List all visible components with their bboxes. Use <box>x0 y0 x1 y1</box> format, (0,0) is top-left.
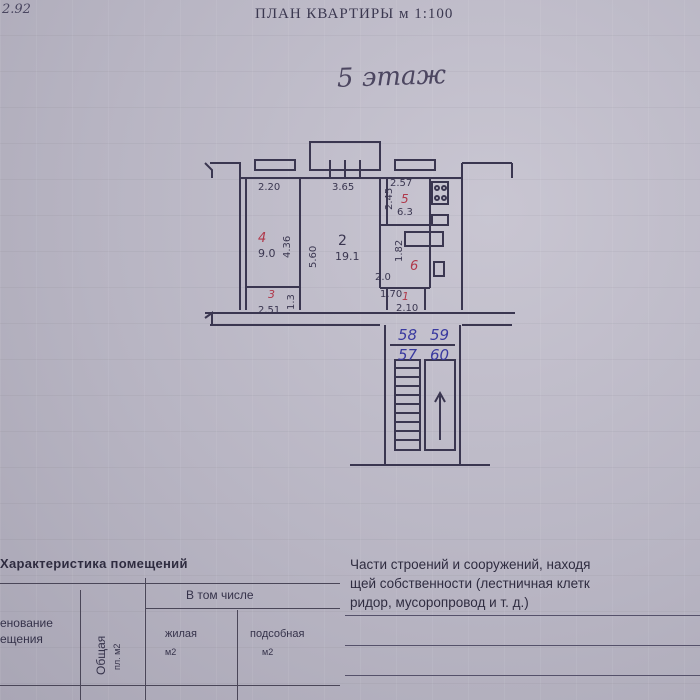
toilet <box>433 261 445 277</box>
stove-burner-1 <box>434 185 440 191</box>
apartment-number: 59 <box>430 326 449 344</box>
table-col-divider <box>80 590 81 700</box>
dim-top-right: 2.57 <box>390 178 412 189</box>
col-aux: подсобная <box>250 628 305 640</box>
common-parts-text: Части строений и сооружений, находя щей … <box>350 555 590 612</box>
sink <box>431 214 449 226</box>
dim-top-center: 3.65 <box>332 182 354 193</box>
fill-line <box>345 615 700 616</box>
window-room4 <box>254 159 296 171</box>
col-aux-unit: м2 <box>262 647 274 657</box>
apartment-number: 57 <box>398 346 418 364</box>
col-living: жилая <box>165 628 197 640</box>
room-area: 9.0 <box>258 247 276 260</box>
dim-hall-width: 2.10 <box>396 303 418 314</box>
dim-room3-height: 1.3 <box>286 294 297 310</box>
apartment-number: 60 <box>430 346 449 364</box>
stove <box>431 181 449 205</box>
common-parts-line: щей собственности (лестничная клетк <box>350 576 590 591</box>
col-name-line1: енование <box>0 616 53 630</box>
stair-flight-right <box>424 359 456 451</box>
window-kitchen <box>394 159 436 171</box>
col-name-line2: ещения <box>0 632 43 646</box>
stove-burner-2 <box>441 185 447 191</box>
dim-room2-height: 5.60 <box>308 246 319 268</box>
room-number: 4 <box>258 231 266 246</box>
col-living-unit: м2 <box>165 647 177 657</box>
room-number: 1 <box>402 290 409 303</box>
dim-room4-height: 4.36 <box>282 236 293 258</box>
corner-number: 2.92 <box>2 2 31 17</box>
room-number: 3 <box>268 288 275 301</box>
dim-corridor-width: 1.70 <box>380 289 402 300</box>
stove-burner-3 <box>434 195 440 201</box>
dim-room6-height: 1.82 <box>394 240 405 262</box>
top-wall-left-cap <box>204 162 213 178</box>
room-number: 5 <box>401 192 409 206</box>
stove-burner-4 <box>441 195 447 201</box>
fill-line <box>345 645 700 646</box>
room-number: 6 <box>410 259 418 274</box>
dim-room5-height: 2.45 <box>384 188 395 210</box>
table-col-divider <box>237 610 238 700</box>
table-col-divider <box>145 578 146 700</box>
characteristics-title: Характеристика помещений <box>0 556 188 571</box>
col-total-unit: пл. м2 <box>112 643 122 670</box>
common-parts-line: Части строений и сооружений, находя <box>350 557 591 572</box>
room-number: 2 <box>338 233 347 249</box>
dim-small: 2.0 <box>375 272 391 283</box>
col-including: В том числе <box>186 588 254 602</box>
room-area: 19.1 <box>335 250 360 263</box>
table-header-bottom <box>0 685 340 686</box>
table-top-line <box>0 583 340 584</box>
bathtub <box>404 231 444 247</box>
room-area: 6.3 <box>397 207 413 218</box>
stair-arrow-head <box>434 390 446 403</box>
apartment-number: 58 <box>398 326 417 344</box>
page-title: ПЛАН КВАРТИРЫ м 1:100 <box>255 6 454 22</box>
top-wall <box>210 162 462 179</box>
table-subheader-line <box>145 608 340 609</box>
dim-top-left: 2.20 <box>258 182 280 193</box>
corridor-left-cap <box>204 311 213 325</box>
dim-room3-width: 2.51 <box>258 305 280 316</box>
col-total: Общая <box>94 635 108 675</box>
fill-line <box>345 675 700 676</box>
common-parts-line: ридор, мусоропровод и т. д.) <box>350 595 529 610</box>
